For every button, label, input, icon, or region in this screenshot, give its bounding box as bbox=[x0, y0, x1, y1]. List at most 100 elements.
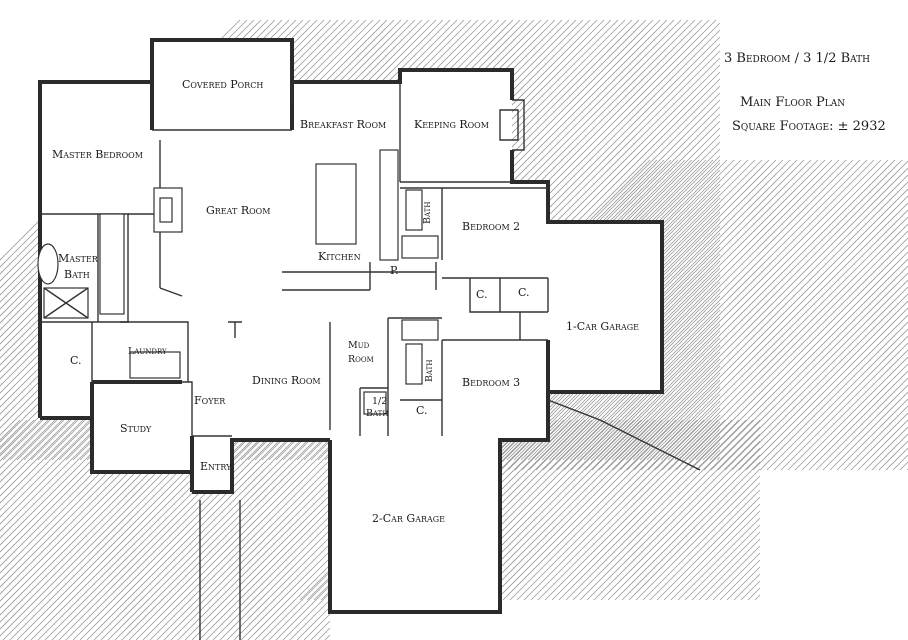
hatch-stroke bbox=[121, 431, 331, 640]
hatch-stroke bbox=[226, 536, 331, 640]
hatch-stroke bbox=[724, 286, 908, 471]
hatch-stroke bbox=[717, 279, 908, 471]
room-label-mud-room-line1: Mud bbox=[348, 340, 370, 351]
hatch-stroke bbox=[674, 414, 721, 461]
hatch-stroke bbox=[871, 433, 908, 471]
hatch-stroke bbox=[745, 307, 908, 471]
plan-title-bed-bath: 3 Bedroom / 3 1/2 Bath bbox=[724, 51, 870, 66]
hatch-stroke bbox=[268, 578, 331, 640]
room-label-study: Study bbox=[120, 422, 152, 435]
hatch-stroke bbox=[275, 585, 331, 640]
fixtures bbox=[37, 149, 439, 415]
hatch-stroke bbox=[626, 188, 908, 471]
room-label-dining-room: Dining Room bbox=[252, 374, 321, 387]
room-label-master-bath-line2: Bath bbox=[64, 268, 90, 281]
hatch-stroke bbox=[747, 587, 761, 601]
room-label-keeping-room: Keeping Room bbox=[414, 118, 489, 131]
hatch-stroke bbox=[0, 419, 112, 532]
hatch-stroke bbox=[128, 438, 331, 640]
driveway-lines bbox=[199, 399, 701, 640]
hatch-stroke bbox=[523, 419, 705, 601]
hatch-stroke bbox=[0, 419, 119, 539]
hatch-stroke bbox=[773, 335, 908, 471]
room-label-two-car-garage: 2-Car Garage bbox=[372, 512, 445, 525]
room-label-kitchen: Kitchen bbox=[318, 250, 361, 263]
room-label-breakfast-room: Breakfast Room bbox=[300, 118, 386, 131]
hatch-stroke bbox=[0, 419, 49, 469]
hatch-stroke bbox=[621, 461, 761, 601]
house-footprint bbox=[40, 40, 662, 612]
hatch-stroke bbox=[633, 195, 908, 471]
hatch-stroke bbox=[864, 426, 908, 471]
hatch-stroke bbox=[198, 508, 331, 640]
hatch-stroke bbox=[677, 517, 761, 601]
hatch-stroke bbox=[705, 545, 761, 601]
hatch-stroke bbox=[572, 419, 754, 601]
hatch-stroke bbox=[682, 244, 908, 471]
hatch-stroke bbox=[604, 344, 721, 461]
hatch-stroke bbox=[607, 447, 761, 601]
hatch-stroke bbox=[712, 552, 761, 601]
hatch-stroke bbox=[528, 159, 840, 471]
hatch-stroke bbox=[481, 419, 663, 601]
hatch-stroke bbox=[170, 480, 331, 640]
room-label-covered-porch: Covered Porch bbox=[182, 78, 263, 91]
hatch-stroke bbox=[107, 419, 329, 640]
hatch-stroke bbox=[184, 494, 331, 640]
hatch-stroke bbox=[212, 522, 331, 640]
hatch-stroke bbox=[661, 223, 908, 471]
hatch-stroke bbox=[282, 592, 331, 640]
hatch-stroke bbox=[544, 419, 726, 601]
hatch-stroke bbox=[261, 571, 331, 640]
room-label-bath-lower: Bath bbox=[424, 360, 435, 382]
hatch-stroke bbox=[0, 419, 42, 462]
hatch-stroke bbox=[58, 419, 280, 640]
hatch-stroke bbox=[0, 419, 126, 546]
hatch-stroke bbox=[0, 419, 98, 518]
room-label-foyer: Foyer bbox=[194, 394, 226, 407]
hatch-stroke bbox=[709, 449, 721, 461]
hatch-stroke bbox=[303, 613, 331, 640]
hatch-stroke bbox=[670, 510, 761, 601]
hatch-stroke bbox=[829, 391, 908, 471]
hatch-stroke bbox=[549, 159, 861, 471]
hatch-stroke bbox=[247, 557, 331, 640]
hatch-stroke bbox=[593, 433, 761, 601]
hatch-stroke bbox=[51, 419, 273, 640]
hatch-stroke bbox=[646, 386, 721, 461]
hatch-stroke bbox=[660, 400, 721, 461]
hatch-stroke bbox=[65, 419, 287, 640]
hatch-stroke bbox=[0, 419, 63, 483]
hatch-stroke bbox=[558, 419, 740, 601]
hatch-stroke bbox=[600, 440, 761, 601]
hatch-stroke bbox=[0, 419, 28, 448]
hatch-stroke bbox=[647, 209, 908, 471]
hatch-stroke bbox=[324, 634, 331, 640]
hatch-stroke bbox=[618, 358, 721, 461]
hatch-stroke bbox=[649, 489, 761, 601]
room-label-master-bath-line1: Master bbox=[58, 252, 99, 265]
room-label-great-room: Great Room bbox=[206, 204, 270, 217]
hatch-stroke bbox=[310, 620, 331, 640]
hatch-stroke bbox=[716, 456, 721, 461]
room-label-closet-bed2-a: C. bbox=[476, 288, 488, 301]
hatch-stroke bbox=[556, 159, 868, 471]
hatch-stroke bbox=[815, 377, 908, 471]
hatch-stroke bbox=[0, 419, 105, 525]
hatch-stroke bbox=[726, 566, 761, 601]
hatch-stroke bbox=[635, 475, 761, 601]
hatch-stroke bbox=[754, 594, 761, 601]
hatch-stroke bbox=[537, 419, 719, 601]
hatch-stroke bbox=[233, 543, 331, 640]
room-label-one-car-garage: 1-Car Garage bbox=[566, 320, 639, 333]
hatch-stroke bbox=[163, 473, 331, 640]
hatch-stroke bbox=[495, 419, 677, 601]
hatch-stroke bbox=[675, 237, 908, 471]
hatch-stroke bbox=[563, 159, 875, 471]
room-label-master-bedroom: Master Bedroom bbox=[52, 148, 143, 161]
hatch-stroke bbox=[759, 321, 908, 471]
hatch-stroke bbox=[632, 372, 721, 461]
hatch-stroke bbox=[703, 265, 908, 471]
room-label-bedroom-2: Bedroom 2 bbox=[462, 220, 520, 233]
